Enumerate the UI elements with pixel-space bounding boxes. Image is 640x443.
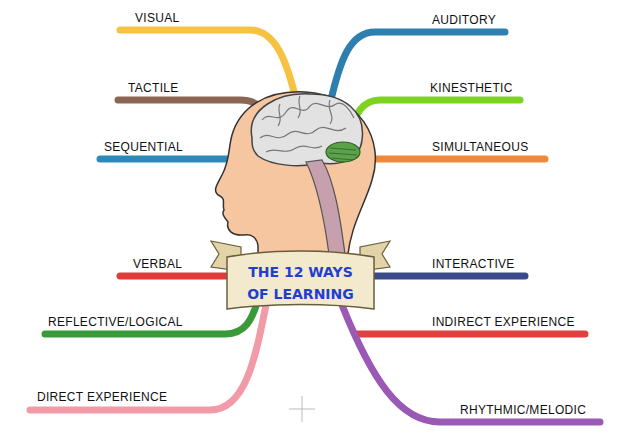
branch-lines <box>30 30 600 422</box>
brain <box>251 94 362 166</box>
branch-line <box>360 273 525 280</box>
branch-label: REFLECTIVE/LOGICAL <box>48 315 183 329</box>
crosshair-mark <box>289 396 315 422</box>
head-profile <box>216 92 376 262</box>
branch-label: DIRECT EXPERIENCE <box>37 390 167 404</box>
branch-label: INDIRECT EXPERIENCE <box>432 315 575 329</box>
branch-label: VERBAL <box>133 257 182 271</box>
branch-label: RHYTHMIC/MELODIC <box>460 403 586 417</box>
branch-label: AUDITORY <box>432 13 496 27</box>
branch-line <box>30 305 266 410</box>
branch-label: TACTILE <box>128 81 179 95</box>
branch-label: SIMULTANEOUS <box>432 140 529 154</box>
cerebellum <box>326 142 360 162</box>
branch-label: KINESTHETIC <box>430 81 513 95</box>
banner-shape <box>227 255 374 311</box>
branch-label: SEQUENTIAL <box>104 140 183 154</box>
branch-line <box>355 331 585 338</box>
banner-title: THE 12 WAYS OF LEARNING <box>241 261 360 305</box>
branch-label: INTERACTIVE <box>432 257 515 271</box>
branch-line <box>120 30 297 104</box>
cerebellum-lines <box>329 148 357 160</box>
brainstem <box>306 160 346 262</box>
ribbon-band <box>227 251 374 309</box>
branch-line <box>365 156 545 163</box>
branch-line <box>342 305 600 422</box>
branch-label: VISUAL <box>135 11 180 25</box>
branch-line <box>350 100 520 132</box>
branch-line <box>45 300 258 334</box>
title-banner: THE 12 WAYS OF LEARNING <box>227 255 374 311</box>
